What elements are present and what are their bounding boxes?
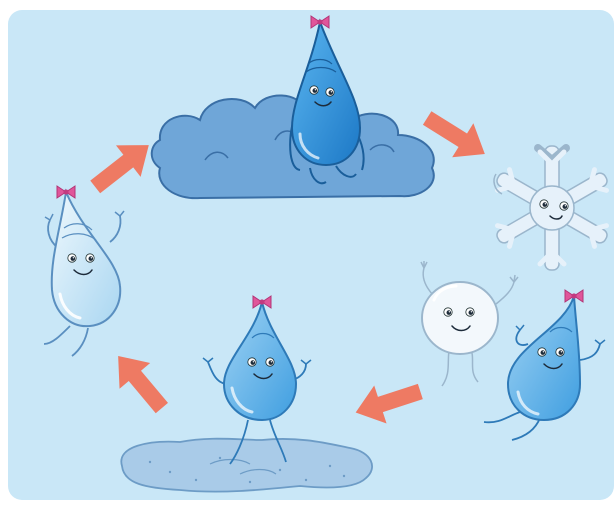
puddle-icon [121, 439, 372, 492]
